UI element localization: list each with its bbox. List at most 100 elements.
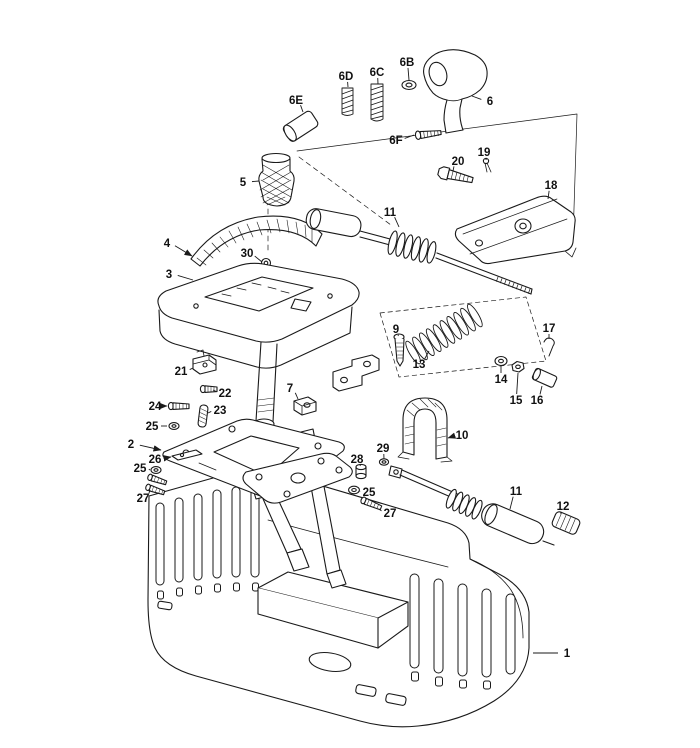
part-10-yoke [397, 397, 453, 463]
part-label-15: 15 [510, 395, 523, 407]
leader-line-28 [359, 464, 361, 467]
part-19-clip [482, 157, 492, 173]
part-label-25: 25 [146, 421, 159, 433]
part-label-6E: 6E [289, 95, 303, 107]
leader-line-3 [177, 275, 194, 281]
part-3-console-top [157, 262, 360, 369]
leader-line-6E [300, 105, 304, 113]
leader-line-16 [539, 385, 543, 395]
part-26-bar [171, 449, 203, 461]
part-label-22: 22 [219, 388, 232, 400]
part-18-bracket [454, 195, 577, 265]
leader-line-11 [394, 216, 400, 228]
part-11-shift-rod-upper [305, 208, 533, 295]
leader-line-5 [251, 180, 260, 183]
leader-line-27 [378, 508, 382, 512]
part-label-18: 18 [545, 180, 558, 192]
part-label-21: 21 [175, 366, 188, 378]
part-label-27: 27 [384, 508, 397, 520]
part-15-nut [511, 360, 525, 373]
part-label-3: 3 [166, 269, 172, 281]
leader-line-27 [148, 489, 151, 494]
part-6-knob [423, 49, 488, 134]
part-label-27: 27 [137, 493, 150, 505]
leader-line-26 [163, 455, 172, 462]
leader-line-20 [452, 166, 455, 172]
part-12-coupler [551, 511, 581, 535]
part-4-guide-plate [190, 215, 323, 267]
leader-line-4 [174, 245, 193, 257]
part-label-6D: 6D [339, 71, 354, 83]
part-6f-screw [414, 130, 442, 140]
part-label-2: 2 [128, 439, 134, 451]
part-11-shift-rod-lower [388, 465, 555, 546]
part-label-6B: 6B [400, 57, 415, 69]
part-label-25: 25 [134, 463, 147, 475]
part-label-24: 24 [149, 401, 162, 413]
part-mount-plate [242, 452, 353, 504]
leader-line-23 [207, 411, 212, 414]
part-label-20: 20 [452, 156, 465, 168]
leader-line-7 [294, 392, 299, 400]
leader-line-30 [254, 255, 263, 263]
part-label-11: 11 [384, 207, 397, 219]
part-label-13: 13 [413, 359, 426, 371]
part-small-bracket [332, 354, 380, 392]
part-label-26: 26 [149, 454, 162, 466]
part-label-28: 28 [351, 454, 364, 466]
part-label-6C: 6C [370, 67, 385, 79]
part-14-washer [494, 355, 508, 367]
part-27-screws-left [145, 473, 168, 496]
part-label-17: 17 [543, 323, 556, 335]
part-6c-spring [370, 83, 384, 122]
leader-line-10 [447, 432, 457, 439]
leader-line-22 [212, 389, 217, 392]
part-7-nut [293, 396, 317, 416]
part-24-screw [167, 401, 190, 411]
part-22-bolt [199, 384, 218, 394]
leader-line-6B [407, 67, 410, 81]
part-6b-ring [401, 79, 417, 91]
part-17-pin [543, 337, 555, 357]
part-16-sleeve [531, 367, 558, 388]
part-label-4: 4 [164, 238, 171, 250]
part-label-12: 12 [557, 501, 570, 513]
right-rib-slots [409, 573, 516, 690]
part-label-30: 30 [241, 248, 254, 260]
part-13-spring [405, 303, 483, 365]
part-label-5: 5 [240, 177, 247, 189]
part-25-washer-a [168, 422, 180, 430]
part-label-23: 23 [214, 405, 227, 417]
part-label-6F: 6F [389, 135, 402, 147]
part-29-washer [378, 458, 390, 466]
part-label-1: 1 [564, 648, 571, 660]
part-label-7: 7 [287, 383, 293, 395]
part-21-clamp [192, 349, 217, 375]
part-label-14: 14 [495, 374, 508, 386]
part-25-washer-b [150, 466, 162, 474]
part-6e-sleeve [282, 110, 319, 142]
part-28-bushing [355, 463, 367, 480]
part-20-screw [437, 166, 474, 184]
part-5-bushing [258, 152, 295, 207]
part-6d-spring [341, 87, 354, 116]
leader-line-25 [148, 468, 151, 471]
leader-line-11 [509, 496, 514, 510]
leader-line-6 [471, 95, 482, 100]
part-1-console-housing [147, 467, 530, 728]
part-label-10: 10 [456, 430, 469, 442]
part-label-9: 9 [393, 324, 399, 336]
leader-line-18 [547, 190, 550, 200]
left-rib-slots [155, 484, 260, 600]
leader-line-15 [516, 372, 519, 395]
part-23-pin [197, 404, 209, 428]
part-9-screw [393, 333, 405, 367]
part-25-washer-c [348, 485, 360, 495]
part-label-6: 6 [487, 96, 493, 108]
part-label-19: 19 [478, 147, 491, 159]
leader-line-13 [424, 350, 430, 360]
part-label-11: 11 [510, 486, 523, 498]
